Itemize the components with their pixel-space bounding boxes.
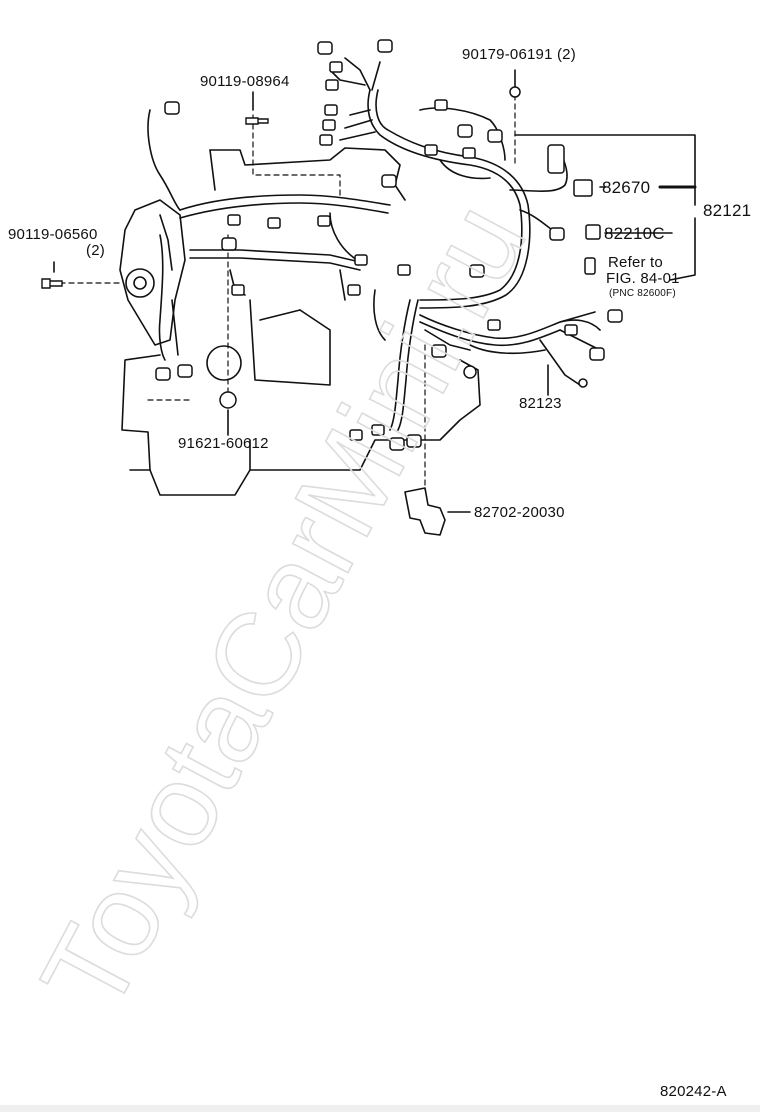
part-label-90119-06560-qty: (2): [86, 242, 105, 259]
figure-code: 820242-A: [660, 1083, 727, 1100]
engine-block-outline: [121, 354, 481, 496]
bolt-90119-08964-icon: [245, 117, 269, 125]
part-label-82670: 82670: [602, 178, 651, 197]
part-label-82121: 82121: [703, 201, 752, 220]
part-label-82123: 82123: [519, 395, 562, 412]
fig-reference-label: FIG. 84-01: [606, 270, 680, 287]
bottom-strip: [0, 1105, 760, 1112]
oil-filter-outline: [206, 345, 242, 381]
part-label-91621-60612: 91621-60612: [178, 435, 269, 452]
part-label-82702-20030: 82702-20030: [474, 504, 565, 521]
lower-harness: [419, 314, 601, 340]
part-label-90179-06191: 90179-06191 (2): [462, 46, 576, 63]
upper-harness: [367, 89, 523, 301]
pnc-reference-label: (PNC 82600F): [609, 288, 676, 299]
part-label-90119-06560: 90119-06560: [8, 226, 98, 243]
timing-cover-outline: [119, 199, 186, 346]
refer-to-label: Refer to: [608, 254, 663, 271]
bracket-82702: [404, 487, 446, 536]
intake-manifold-outline: [209, 147, 406, 201]
part-label-90119-08964: 90119-08964: [200, 73, 290, 90]
part-label-82210C: 82210C: [604, 224, 665, 243]
bolt-90119-06560-icon: [41, 278, 63, 289]
main-harness: [179, 194, 391, 211]
